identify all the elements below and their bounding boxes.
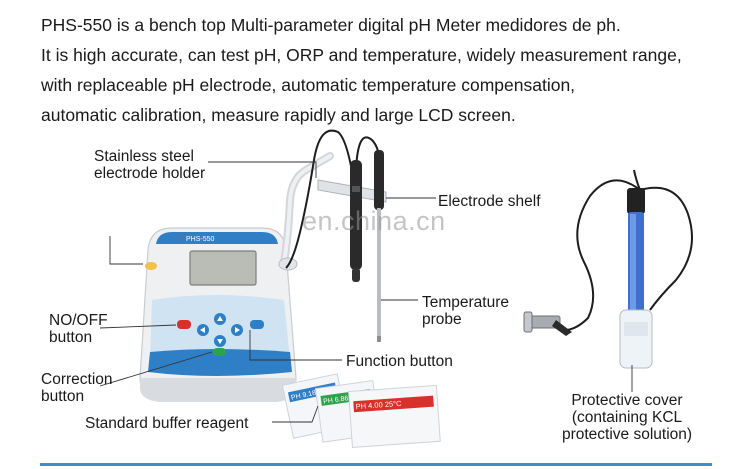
label-temp-line-2: probe bbox=[422, 311, 462, 328]
leader-function bbox=[249, 330, 342, 361]
leader-onoff bbox=[99, 324, 177, 329]
function-button[interactable] bbox=[250, 320, 264, 329]
leader-correction bbox=[99, 351, 213, 387]
watermark: en.china.cn bbox=[302, 206, 446, 236]
label-onoff-button: NO/OFF button bbox=[49, 312, 108, 346]
label-cover-line-1: Protective cover bbox=[571, 392, 683, 409]
label-holder-line-2: electrode holder bbox=[94, 165, 206, 182]
temperature-probe bbox=[374, 150, 384, 342]
sachet-ph400: PH 4.00 25°C bbox=[355, 399, 402, 411]
intro-line-2: It is high accurate, can test pH, ORP an… bbox=[41, 45, 682, 65]
intro-line-4: automatic calibration, measure rapidly a… bbox=[41, 105, 516, 125]
label-temp-line-1: Temperature bbox=[422, 294, 510, 311]
label-cover-line-2: (containing KCL bbox=[571, 409, 683, 426]
label-correction-line-1: Correction bbox=[41, 371, 113, 388]
model-label: PHS-550 bbox=[186, 236, 215, 243]
lcd-screen bbox=[189, 250, 257, 286]
intro-text: PHS-550 is a bench top Multi-parameter d… bbox=[41, 10, 682, 130]
leader-holder bbox=[109, 236, 143, 265]
label-onoff-line-2: button bbox=[49, 329, 93, 346]
label-function-button: Function button bbox=[346, 353, 453, 370]
replacement-electrode bbox=[523, 169, 693, 369]
leader-buffer bbox=[272, 405, 319, 423]
intro-line-3: with replaceable pH electrode, automatic… bbox=[41, 75, 576, 95]
bottom-divider bbox=[40, 463, 712, 466]
ph-electrode bbox=[350, 160, 362, 282]
label-protective-cover: Protective cover (containing KCL protect… bbox=[553, 392, 701, 443]
onoff-button[interactable] bbox=[177, 320, 191, 329]
label-temperature-probe: Temperature probe bbox=[422, 294, 509, 328]
label-holder-line-1: Stainless steel bbox=[94, 148, 194, 165]
intro-line-1: PHS-550 is a bench top Multi-parameter d… bbox=[41, 15, 621, 35]
label-correction-button: Correction button bbox=[41, 371, 113, 405]
callout-lines bbox=[99, 161, 633, 423]
label-electrode-shelf: Electrode shelf bbox=[438, 193, 541, 210]
sachet-ph686: PH 6.86 bbox=[323, 395, 349, 405]
ph-meter: PHS-550 bbox=[139, 227, 297, 402]
label-cover-line-3: protective solution) bbox=[561, 426, 693, 443]
buffer-sachets: PH 9.18 PH 6.86 PH 4.00 25°C bbox=[281, 373, 441, 448]
label-buffer-reagent: Standard buffer reagent bbox=[85, 415, 249, 432]
label-onoff-line-1: NO/OFF bbox=[49, 312, 108, 329]
correction-button[interactable] bbox=[213, 348, 226, 356]
label-correction-line-2: button bbox=[41, 388, 85, 405]
label-electrode-holder: Stainless steel electrode holder bbox=[94, 148, 205, 182]
bnc-connector-icon bbox=[523, 311, 572, 336]
